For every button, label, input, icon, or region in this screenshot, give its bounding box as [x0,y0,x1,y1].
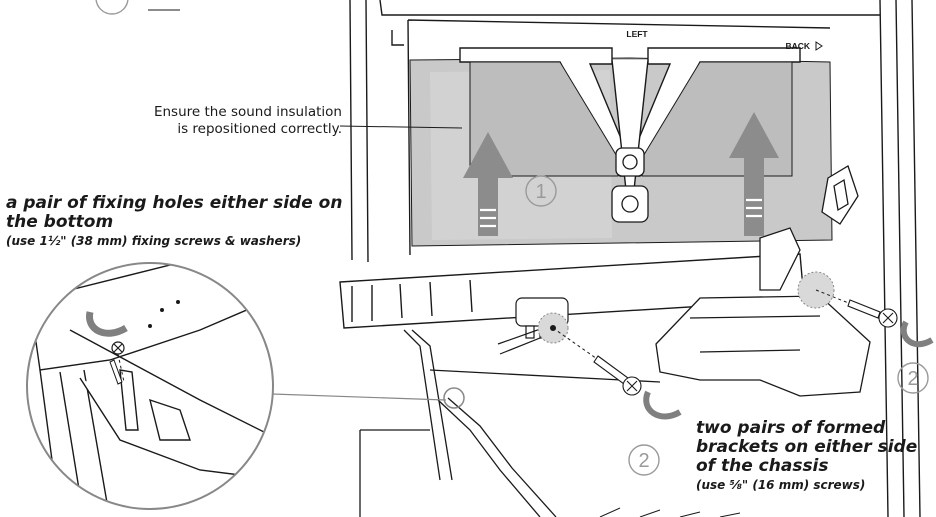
callout-line-1: Ensure the sound insulation [153,104,342,120]
step-two-marker-right [897,362,929,394]
side-fixing-caption: two pairs of formed brackets on either s… [696,419,932,493]
clip-ring-top [622,154,638,170]
hinge-bracket [759,227,801,291]
bottom-fixing-note: (use 1½" (38 mm) fixing screws & washers… [6,234,302,248]
cabinet-top-frame [379,0,880,16]
step-one-marker [525,175,557,207]
frame-clip [391,30,404,46]
back-arrow-icon [815,41,823,51]
cabinet-left-wall [349,0,369,263]
callout-line-2: is repositioned correctly. [177,121,342,137]
detail-circle-border [26,262,274,510]
step-one-label: 1 [535,181,546,203]
side-screw [847,299,881,319]
side-fixing-note: (use ⅝" (16 mm) screws) [696,478,866,492]
insulation-callout: Ensure the sound insulation is repositio… [102,104,342,138]
lower-housing [359,429,430,517]
detail-magnified-view [27,263,273,509]
panel-label-back: BACK [785,41,810,51]
bottom-fixing-title: a pair of fixing holes either side on th… [6,193,343,232]
chassis-block [655,295,871,397]
detail-target-ring [443,387,465,409]
rotate-arrow-right [900,320,934,348]
step-two-marker-lower [628,444,660,476]
cropped-marker [95,0,129,15]
door-frame-curve [437,397,557,517]
step-two-label-right: 2 [907,368,918,390]
rotate-arrow-lower [643,390,682,420]
rail-ridges [351,279,473,322]
detail-leader-line [271,393,447,401]
bottom-fixing-caption: a pair of fixing holes either side on th… [6,194,366,249]
step-two-label-lower: 2 [638,450,649,472]
panel-label-left: LEFT [626,29,648,39]
clip-ring-bottom [621,195,639,213]
up-arrow-right [729,112,779,236]
up-arrow-left [463,132,513,236]
insulation-leader-line [339,125,463,129]
tub-outline [407,19,831,256]
side-fixing-title: two pairs of formed brackets on either s… [696,418,918,476]
cabinet-right-wall [879,0,921,517]
lower-left-rail [403,329,453,481]
